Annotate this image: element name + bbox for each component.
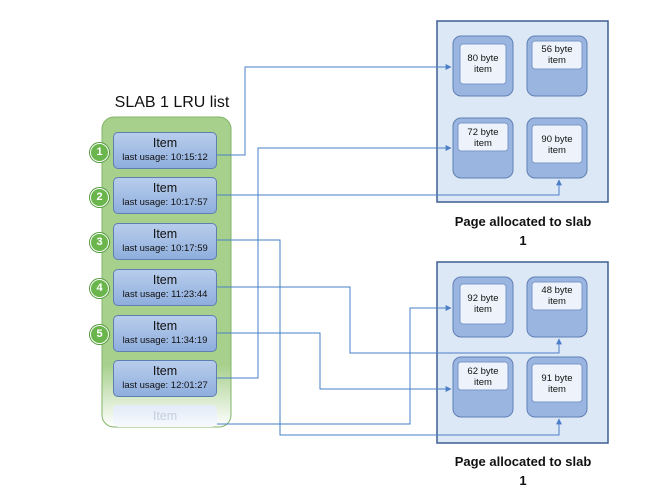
lru-item-4: Item last usage: 11:23:44 xyxy=(113,269,217,306)
item-last-usage: last usage: 12:01:27 xyxy=(122,380,208,391)
item-last-usage: last usage: 10:17:59 xyxy=(122,243,208,254)
connector-item-4 xyxy=(217,286,562,354)
connector-item-2 xyxy=(217,179,562,196)
item-label: Item xyxy=(152,273,178,287)
lru-item-3: Item last usage: 10:17:59 xyxy=(113,223,217,260)
order-badge-1: 1 xyxy=(90,143,109,162)
order-badge-3: 3 xyxy=(90,233,109,252)
lru-item-faded: Item xyxy=(113,405,217,427)
connector-item-1 xyxy=(217,64,452,156)
order-badge-2: 2 xyxy=(90,188,109,207)
lru-item-6: Item last usage: 12:01:27 xyxy=(113,360,217,397)
item-label: Item xyxy=(152,181,178,195)
connector-ghost xyxy=(217,305,452,425)
item-last-usage: last usage: 10:17:57 xyxy=(122,197,208,208)
connector-item-5 xyxy=(217,332,452,392)
item-label: Item xyxy=(152,136,178,150)
item-last-usage: last usage: 11:23:44 xyxy=(122,289,208,300)
connector-item-3 xyxy=(217,239,562,436)
item-label: Item xyxy=(152,364,178,378)
connector-item-6 xyxy=(217,145,452,379)
item-last-usage: last usage: 10:15:12 xyxy=(122,152,208,163)
item-last-usage: last usage: 11:34:19 xyxy=(122,335,208,346)
order-badge-4: 4 xyxy=(90,279,109,298)
lru-list-title: SLAB 1 LRU list xyxy=(114,94,230,111)
page-1 xyxy=(436,20,609,203)
item-label: Item xyxy=(152,227,178,241)
item-label: Item xyxy=(152,319,178,333)
lru-item-5: Item last usage: 11:34:19 xyxy=(113,315,217,352)
lru-item-2: Item last usage: 10:17:57 xyxy=(113,177,217,214)
lru-item-1: Item last usage: 10:15:12 xyxy=(113,132,217,169)
order-badge-5: 5 xyxy=(90,325,109,344)
